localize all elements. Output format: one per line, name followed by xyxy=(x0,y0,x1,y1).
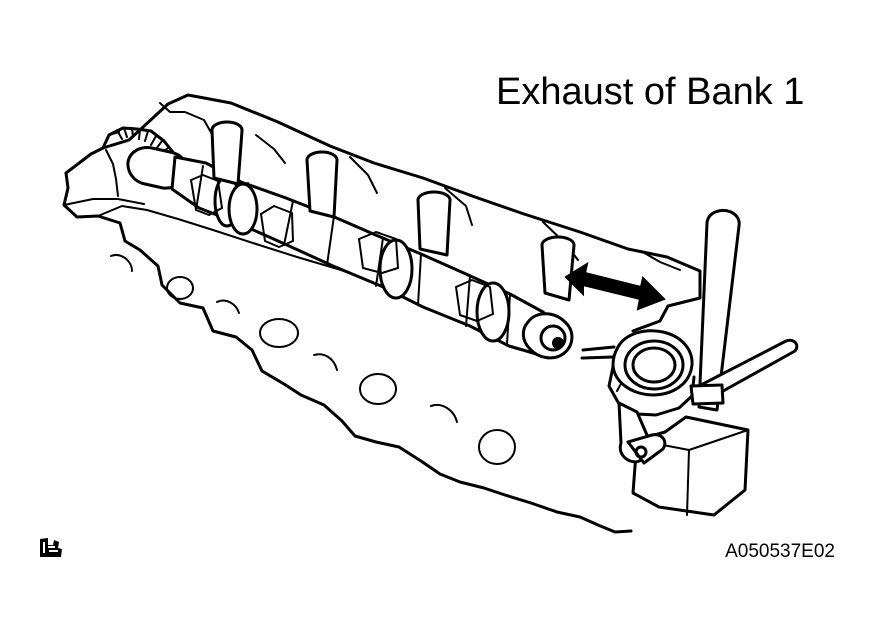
double-headed-arrow-icon xyxy=(564,261,666,311)
diagram-title: Exhaust of Bank 1 xyxy=(496,71,805,113)
dial-indicator xyxy=(580,208,799,517)
figure-code: A050537E02 xyxy=(725,541,835,562)
camshaft-assembly xyxy=(101,126,574,360)
service-manual-icon xyxy=(37,535,65,559)
cylinder-head xyxy=(62,93,702,534)
service-manual-icon-svg xyxy=(40,538,62,557)
